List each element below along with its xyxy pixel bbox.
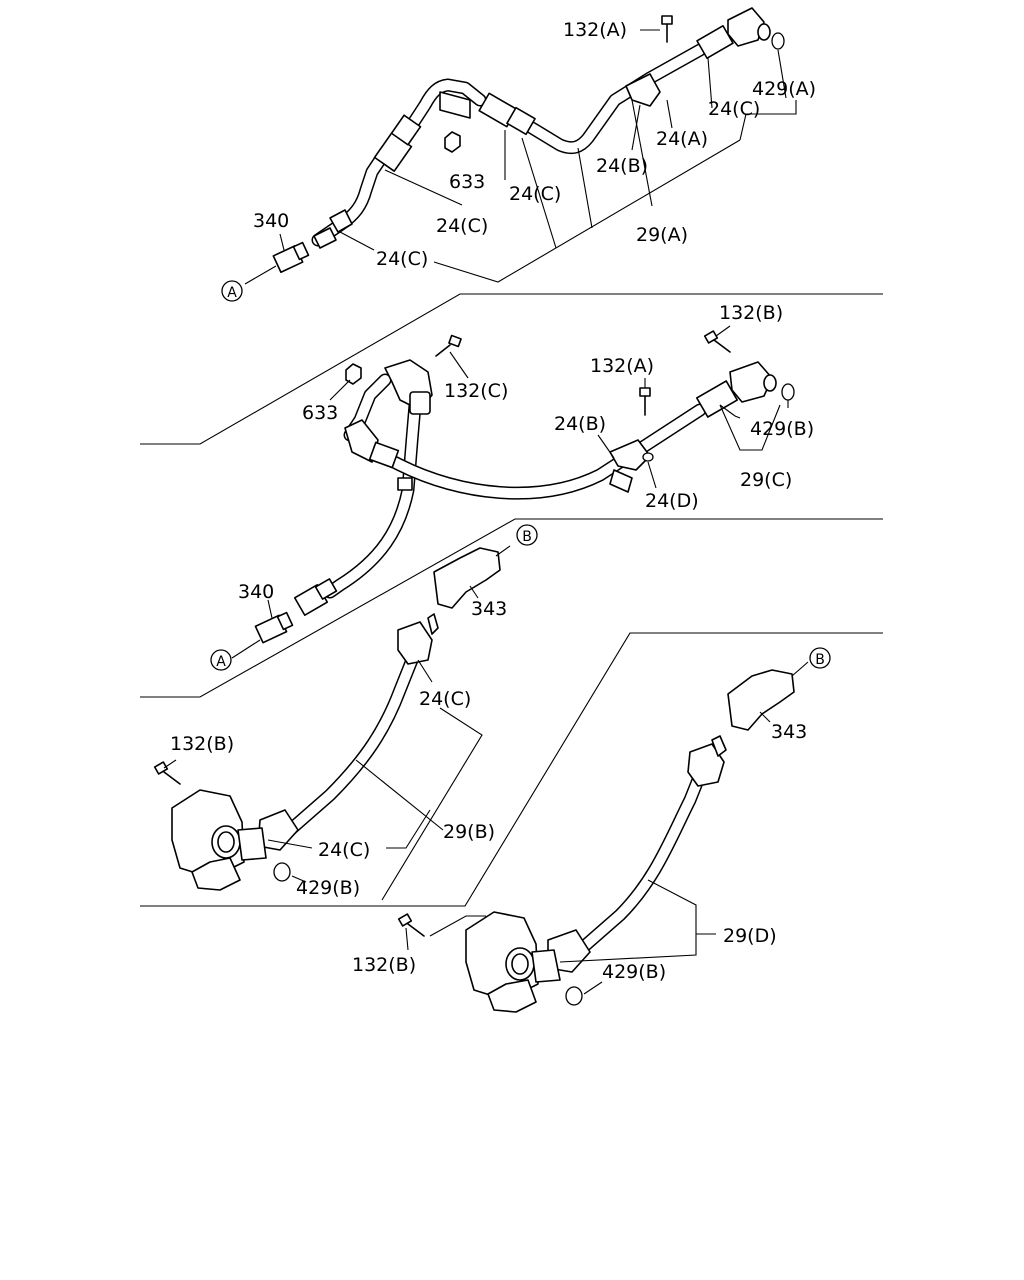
callout-24c-mid: 24(C) <box>509 183 561 205</box>
hose-29b-assembly <box>171 547 501 891</box>
callout-429b-panel2: 429(B) <box>750 418 814 440</box>
nut-633-top <box>444 131 461 153</box>
callout-labels: 132(A) 429(A) 24(C) 24(A) 24(B) 633 24(C… <box>170 19 816 983</box>
callout-340-panel2: 340 <box>238 581 274 603</box>
callout-132a-panel2: 132(A) <box>590 355 654 377</box>
callout-29a: 29(A) <box>636 224 688 246</box>
svg-text:A: A <box>216 654 226 670</box>
marker-b-panel3: B <box>516 524 538 546</box>
oring-429b-panel3 <box>273 862 291 882</box>
callout-343-panel3: 343 <box>471 598 507 620</box>
fastener-132a-top <box>661 15 673 43</box>
fastener-132b-panel2 <box>703 330 731 353</box>
leaders-panel-4 <box>405 661 809 995</box>
callout-24d: 24(D) <box>645 490 699 512</box>
panel-separators <box>140 293 883 907</box>
callout-24a: 24(A) <box>656 128 708 150</box>
callout-633-panel2: 633 <box>302 402 338 424</box>
marker-b-panel4: B <box>809 647 831 669</box>
callout-340-top: 340 <box>253 210 289 232</box>
leaders-panel-2 <box>231 325 789 659</box>
oring-429b-panel4 <box>565 986 583 1006</box>
leaders-panel-3 <box>163 545 511 901</box>
oring-429b-panel2 <box>781 383 795 401</box>
callout-429b-panel4: 429(B) <box>602 961 666 983</box>
callout-132a-top: 132(A) <box>563 19 627 41</box>
callout-132b-panel2: 132(B) <box>719 302 783 324</box>
callout-24c-bottom: 24(C) <box>376 248 428 270</box>
hose-29c-assembly <box>254 359 777 644</box>
callout-24b-panel2: 24(B) <box>554 413 606 435</box>
fastener-132b-panel3 <box>153 761 181 785</box>
svg-text:B: B <box>815 652 825 668</box>
callout-29c: 29(C) <box>740 469 792 491</box>
hose-29a-assembly <box>272 7 771 274</box>
leaders-panel-1 <box>244 29 797 285</box>
fastener-132a-panel2 <box>639 387 651 416</box>
oring-429a <box>771 32 785 50</box>
marker-a-top: A <box>221 280 243 302</box>
callout-132c: 132(C) <box>444 380 508 402</box>
callout-29b: 29(B) <box>443 821 495 843</box>
marker-a-panel2: A <box>210 649 232 671</box>
callout-24c-panel3-lower: 24(C) <box>318 839 370 861</box>
fastener-132c <box>435 334 462 357</box>
callout-24c-panel3: 24(C) <box>419 688 471 710</box>
hose-29d-assembly <box>465 669 795 1013</box>
clip-24d <box>642 452 654 462</box>
callout-132b-panel3: 132(B) <box>170 733 234 755</box>
callout-29d: 29(D) <box>723 925 777 947</box>
svg-text:A: A <box>227 285 237 301</box>
callout-343-panel4: 343 <box>771 721 807 743</box>
callout-132b-panel4: 132(B) <box>352 954 416 976</box>
callout-429b-panel3: 429(B) <box>296 877 360 899</box>
callout-24c-left: 24(C) <box>436 215 488 237</box>
callout-24c-top: 24(C) <box>708 98 760 120</box>
callout-633-top: 633 <box>449 171 485 193</box>
fastener-132b-panel4 <box>397 913 425 937</box>
nut-633-panel2 <box>345 363 362 385</box>
callout-24b-top: 24(B) <box>596 155 648 177</box>
svg-text:B: B <box>522 529 532 545</box>
callout-429a: 429(A) <box>752 78 816 100</box>
